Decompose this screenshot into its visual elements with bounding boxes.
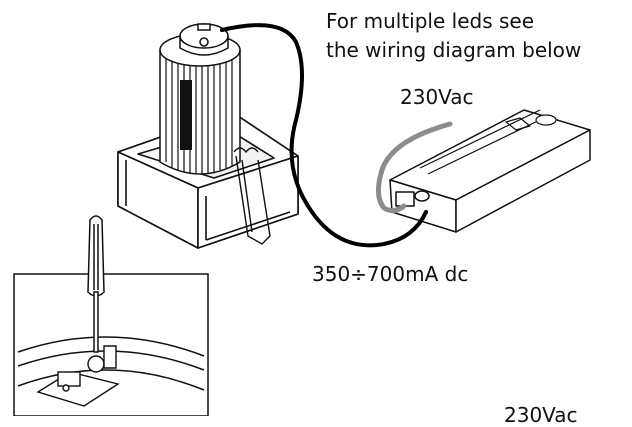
inset-box xyxy=(13,273,209,416)
screwdriver xyxy=(87,215,105,353)
led-driver xyxy=(389,109,591,233)
ac-voltage-label-bottom: 230Vac xyxy=(504,403,578,427)
ac-voltage-label-top: 230Vac xyxy=(400,85,474,109)
led-heatsink xyxy=(159,23,241,175)
ac-input-cable xyxy=(376,121,453,214)
dc-output-cable xyxy=(220,23,428,248)
spring-clamp-detail xyxy=(36,345,120,407)
multiple-leds-note-line2: the wiring diagram below xyxy=(326,38,582,62)
dc-current-label: 350÷700mA dc xyxy=(312,262,469,286)
multiple-leds-note-line1: For multiple leds see xyxy=(326,9,534,33)
spring-clip xyxy=(233,147,271,245)
wiring-illustration xyxy=(13,23,591,416)
